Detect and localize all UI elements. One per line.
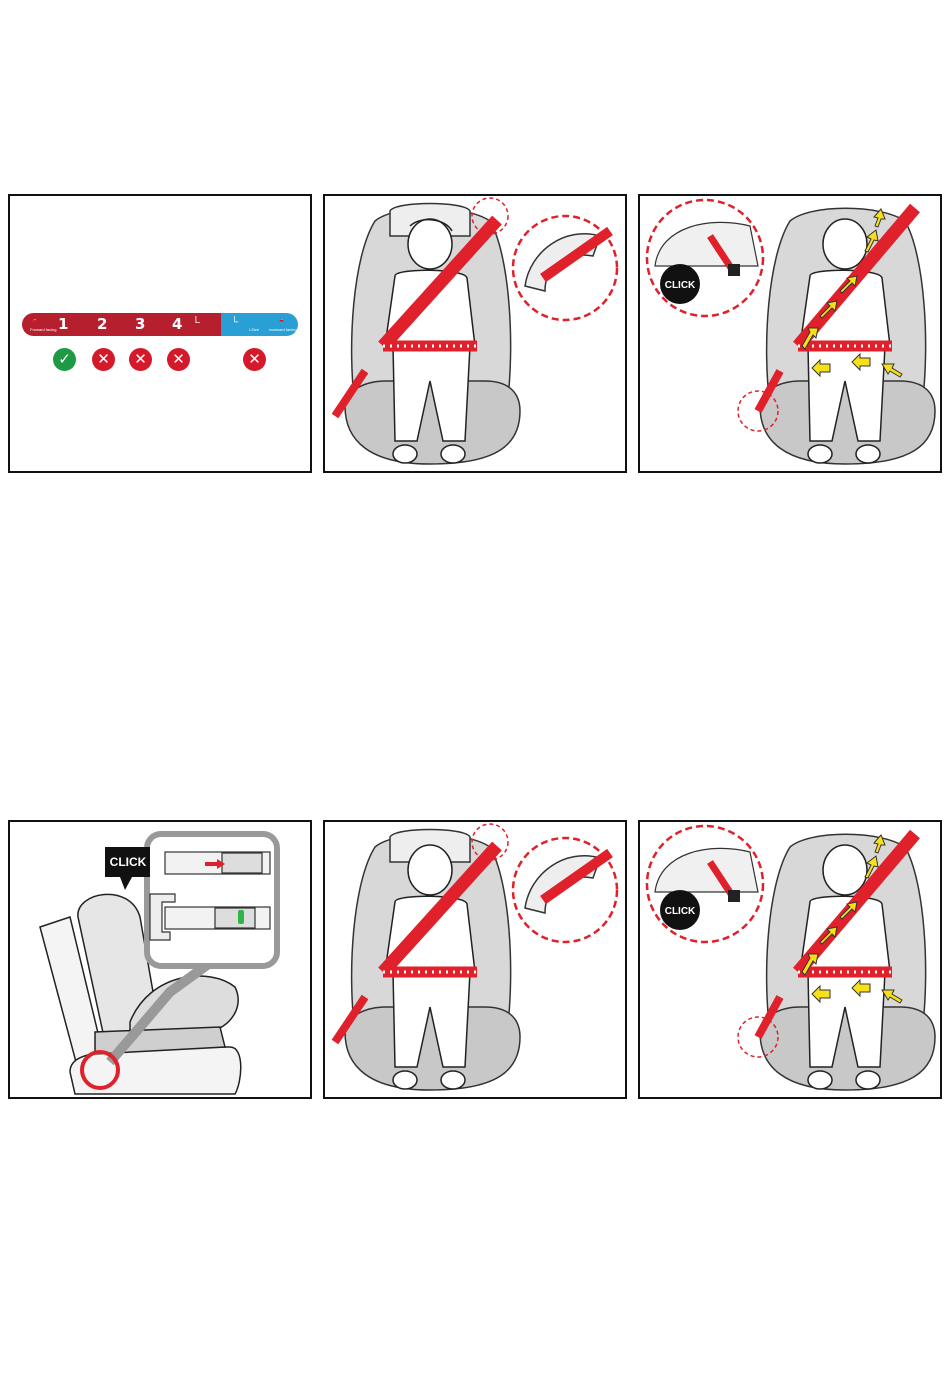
belt-routing-panel — [323, 194, 627, 473]
belt-routing-panel — [323, 820, 627, 1099]
car-icon: 🚗 — [32, 317, 37, 322]
child-head — [408, 219, 452, 269]
cross-icon: ✕ — [92, 348, 115, 371]
child-seat-illustration: CLICK — [640, 822, 940, 1097]
child-foot — [393, 1071, 417, 1089]
rearward-facing-section: └ i-Size rearward facing 🚗 — [221, 313, 298, 336]
child-seat-illustration: CLICK — [640, 196, 940, 471]
cross-icon: ✕ — [167, 348, 190, 371]
seat-icon: └ — [192, 317, 200, 329]
click-text: CLICK — [110, 855, 147, 869]
child-foot — [441, 445, 465, 463]
check-icon: ✓ — [53, 348, 76, 371]
seat-icon-rear: └ — [231, 317, 238, 328]
buckle-tighten-panel: CLICK — [638, 820, 942, 1099]
position-number-1: 1 — [58, 315, 68, 333]
click-text: CLICK — [665, 906, 696, 917]
child-seat-illustration — [325, 822, 625, 1097]
child-foot — [393, 445, 417, 463]
child-head — [408, 845, 452, 895]
click-text: CLICK — [665, 280, 696, 291]
cross-icon: ✕ — [243, 348, 266, 371]
car-icon-rear: 🚗 — [279, 317, 284, 322]
isofix-latch-top — [222, 853, 262, 873]
child-foot — [856, 1071, 880, 1089]
position-number-2: 2 — [97, 315, 107, 333]
rearward-facing-label: rearward facing — [269, 327, 297, 332]
seat-position-bar: 🚗 Forward facing 1 2 3 4 └ └ i-Size rear… — [22, 313, 298, 336]
child-head — [823, 219, 867, 269]
isofix-latch-bottom — [215, 908, 255, 928]
child-foot — [808, 445, 832, 463]
green-indicator-icon — [238, 910, 244, 924]
position-number-3: 3 — [135, 315, 145, 333]
cross-icon: ✕ — [129, 348, 152, 371]
isofix-illustration: CLICK — [10, 822, 310, 1097]
child-seat-illustration — [325, 196, 625, 471]
buckle-latch — [728, 264, 740, 276]
forward-facing-section: 🚗 Forward facing 1 2 3 4 └ — [22, 313, 221, 336]
buckle-latch — [728, 890, 740, 902]
isofix-label: i-Size — [249, 327, 259, 332]
child-foot — [441, 1071, 465, 1089]
forward-facing-label: Forward facing — [30, 327, 56, 332]
child-foot — [856, 445, 880, 463]
isofix-connector-panel: CLICK — [8, 820, 312, 1099]
position-compatibility-panel: 🚗 Forward facing 1 2 3 4 └ └ i-Size rear… — [8, 194, 312, 473]
child-head — [823, 845, 867, 895]
position-number-4: 4 — [172, 315, 182, 333]
buckle-tighten-panel: CLICK — [638, 194, 942, 473]
child-foot — [808, 1071, 832, 1089]
